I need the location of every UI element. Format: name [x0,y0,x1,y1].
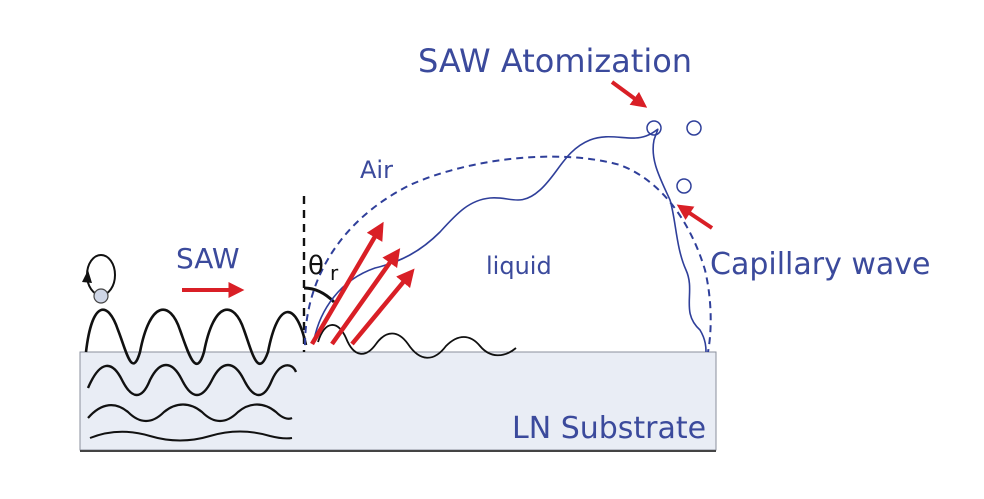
substrate-wave-3 [89,430,293,442]
theta-subscript: r [330,261,339,285]
substrate-wave-2 [87,403,293,423]
atomized-droplet-1 [646,120,662,136]
capillary-wave-label: Capillary wave [710,247,931,282]
leaky-wave-in-liquid [317,324,517,359]
atomized-droplet-2 [686,120,702,136]
substrate-label: LN Substrate [512,411,706,446]
substrate-block [79,351,717,451]
air-label: Air [360,156,393,184]
radiation-arrow-3 [350,268,415,346]
capillary-pointer-arrow [676,204,714,230]
radiation-arrow-2 [330,248,401,346]
particle [93,288,109,304]
saw-label: SAW [176,242,240,275]
radiation-arrow-1 [310,221,384,346]
saw-atomization-label: SAW Atomization [418,42,692,80]
rayleigh-angle-arc [303,286,336,304]
atomized-droplet-3 [676,178,692,194]
theta-symbol: θ [308,251,324,281]
liquid-label: liquid [486,252,552,280]
orbit-direction-arrowhead [82,270,92,283]
substrate-wave-1 [86,363,298,397]
liquid-free-surface [313,128,707,353]
saw-surface-wave [84,308,308,366]
atomization-pointer-arrow [610,80,648,108]
